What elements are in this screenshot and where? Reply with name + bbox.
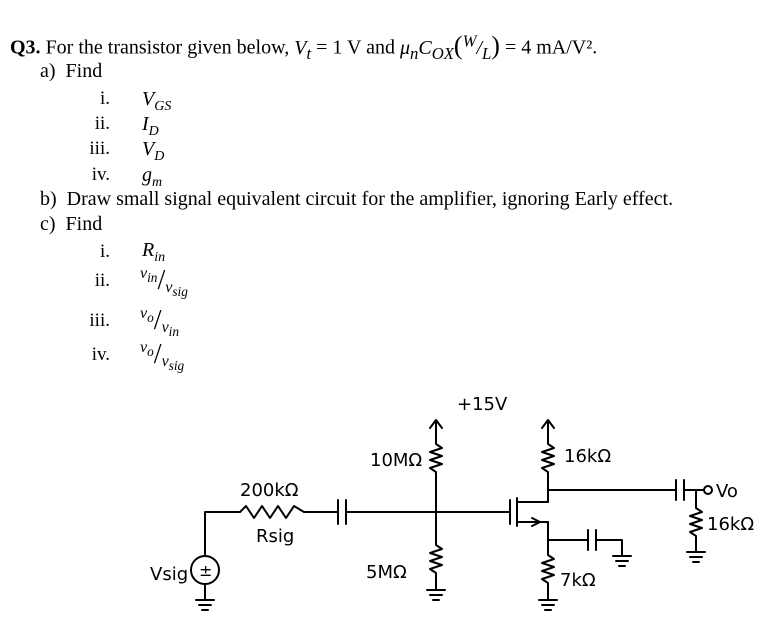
bypass-capacitor xyxy=(587,529,597,551)
part-c-item-num: i. xyxy=(99,241,110,262)
ground-bypass xyxy=(612,555,632,567)
ground-signal xyxy=(195,599,215,611)
vt-symbol: Vt xyxy=(294,36,312,63)
r-source-label: 7kΩ xyxy=(560,570,596,591)
vo-over-vin: vo/vin xyxy=(140,305,180,340)
output-terminal xyxy=(703,485,713,495)
r-bottom-gate-label: 5MΩ xyxy=(366,562,407,583)
part-a-item-expr: VGS xyxy=(142,88,172,114)
part-a-item-expr: gm xyxy=(142,164,163,190)
source-polarity: ± xyxy=(199,561,212,580)
part-a-item-num: ii. xyxy=(94,113,110,134)
part-b-text: b) Draw small signal equivalent circuit … xyxy=(40,188,674,210)
supply-label: +15V xyxy=(457,394,508,415)
resistor-5m xyxy=(429,511,443,591)
output-capacitor xyxy=(675,479,685,501)
supply-arrow-gate xyxy=(429,419,443,439)
part-a-item-num: i. xyxy=(99,88,110,109)
wl-ratio: (W/L) xyxy=(453,30,500,63)
question-header: Q3. For the transistor given below, Vt =… xyxy=(10,30,597,65)
supply-arrow-drain xyxy=(541,419,555,439)
part-a-item-num: iii. xyxy=(89,138,110,159)
resistor-rsig xyxy=(239,505,305,519)
ground-load xyxy=(686,551,706,563)
r-sig-value-label: 200kΩ xyxy=(240,480,299,501)
question-label: Q3. xyxy=(10,36,41,59)
vin-over-vsig: vin/vsig xyxy=(140,265,188,300)
resistor-drain xyxy=(541,437,555,503)
part-c-item-num: iv. xyxy=(91,344,110,365)
bypass-wire-2 xyxy=(595,539,623,557)
vt-equation: = 1 V and xyxy=(311,36,400,59)
source-arrow xyxy=(531,517,541,527)
source-wire xyxy=(204,511,241,557)
part-c-item-num: ii. xyxy=(94,270,110,291)
r-top-gate-label: 10MΩ xyxy=(370,450,422,471)
resistor-10m xyxy=(429,437,443,513)
v-sig-label: Vsig xyxy=(150,564,188,585)
ground-source xyxy=(538,599,558,611)
input-capacitor xyxy=(337,499,347,525)
part-a-item-expr: VD xyxy=(142,138,165,164)
part-a-heading: a) Find xyxy=(40,60,103,82)
part-c-heading: c) Find xyxy=(40,213,103,235)
resistor-source xyxy=(541,521,555,601)
ground-5m xyxy=(426,589,446,601)
part-a-item-expr: ID xyxy=(142,113,159,139)
resistor-load xyxy=(689,489,703,553)
r-sig-name-label: Rsig xyxy=(256,526,294,547)
question-intro: For the transistor given below, xyxy=(45,36,290,59)
part-c-item-num: iii. xyxy=(89,310,110,331)
kn-symbol: μnCOX xyxy=(399,36,454,63)
r-load-label: 16kΩ xyxy=(707,514,754,535)
part-a-item-num: iv. xyxy=(91,164,110,185)
kn-equation: = 4 mA/V². xyxy=(499,36,598,59)
r-drain-label: 16kΩ xyxy=(564,446,611,467)
v-out-label: Vo xyxy=(716,481,738,502)
vo-over-vsig: vo/vsig xyxy=(140,339,185,374)
rin-symbol: Rin xyxy=(142,239,166,265)
